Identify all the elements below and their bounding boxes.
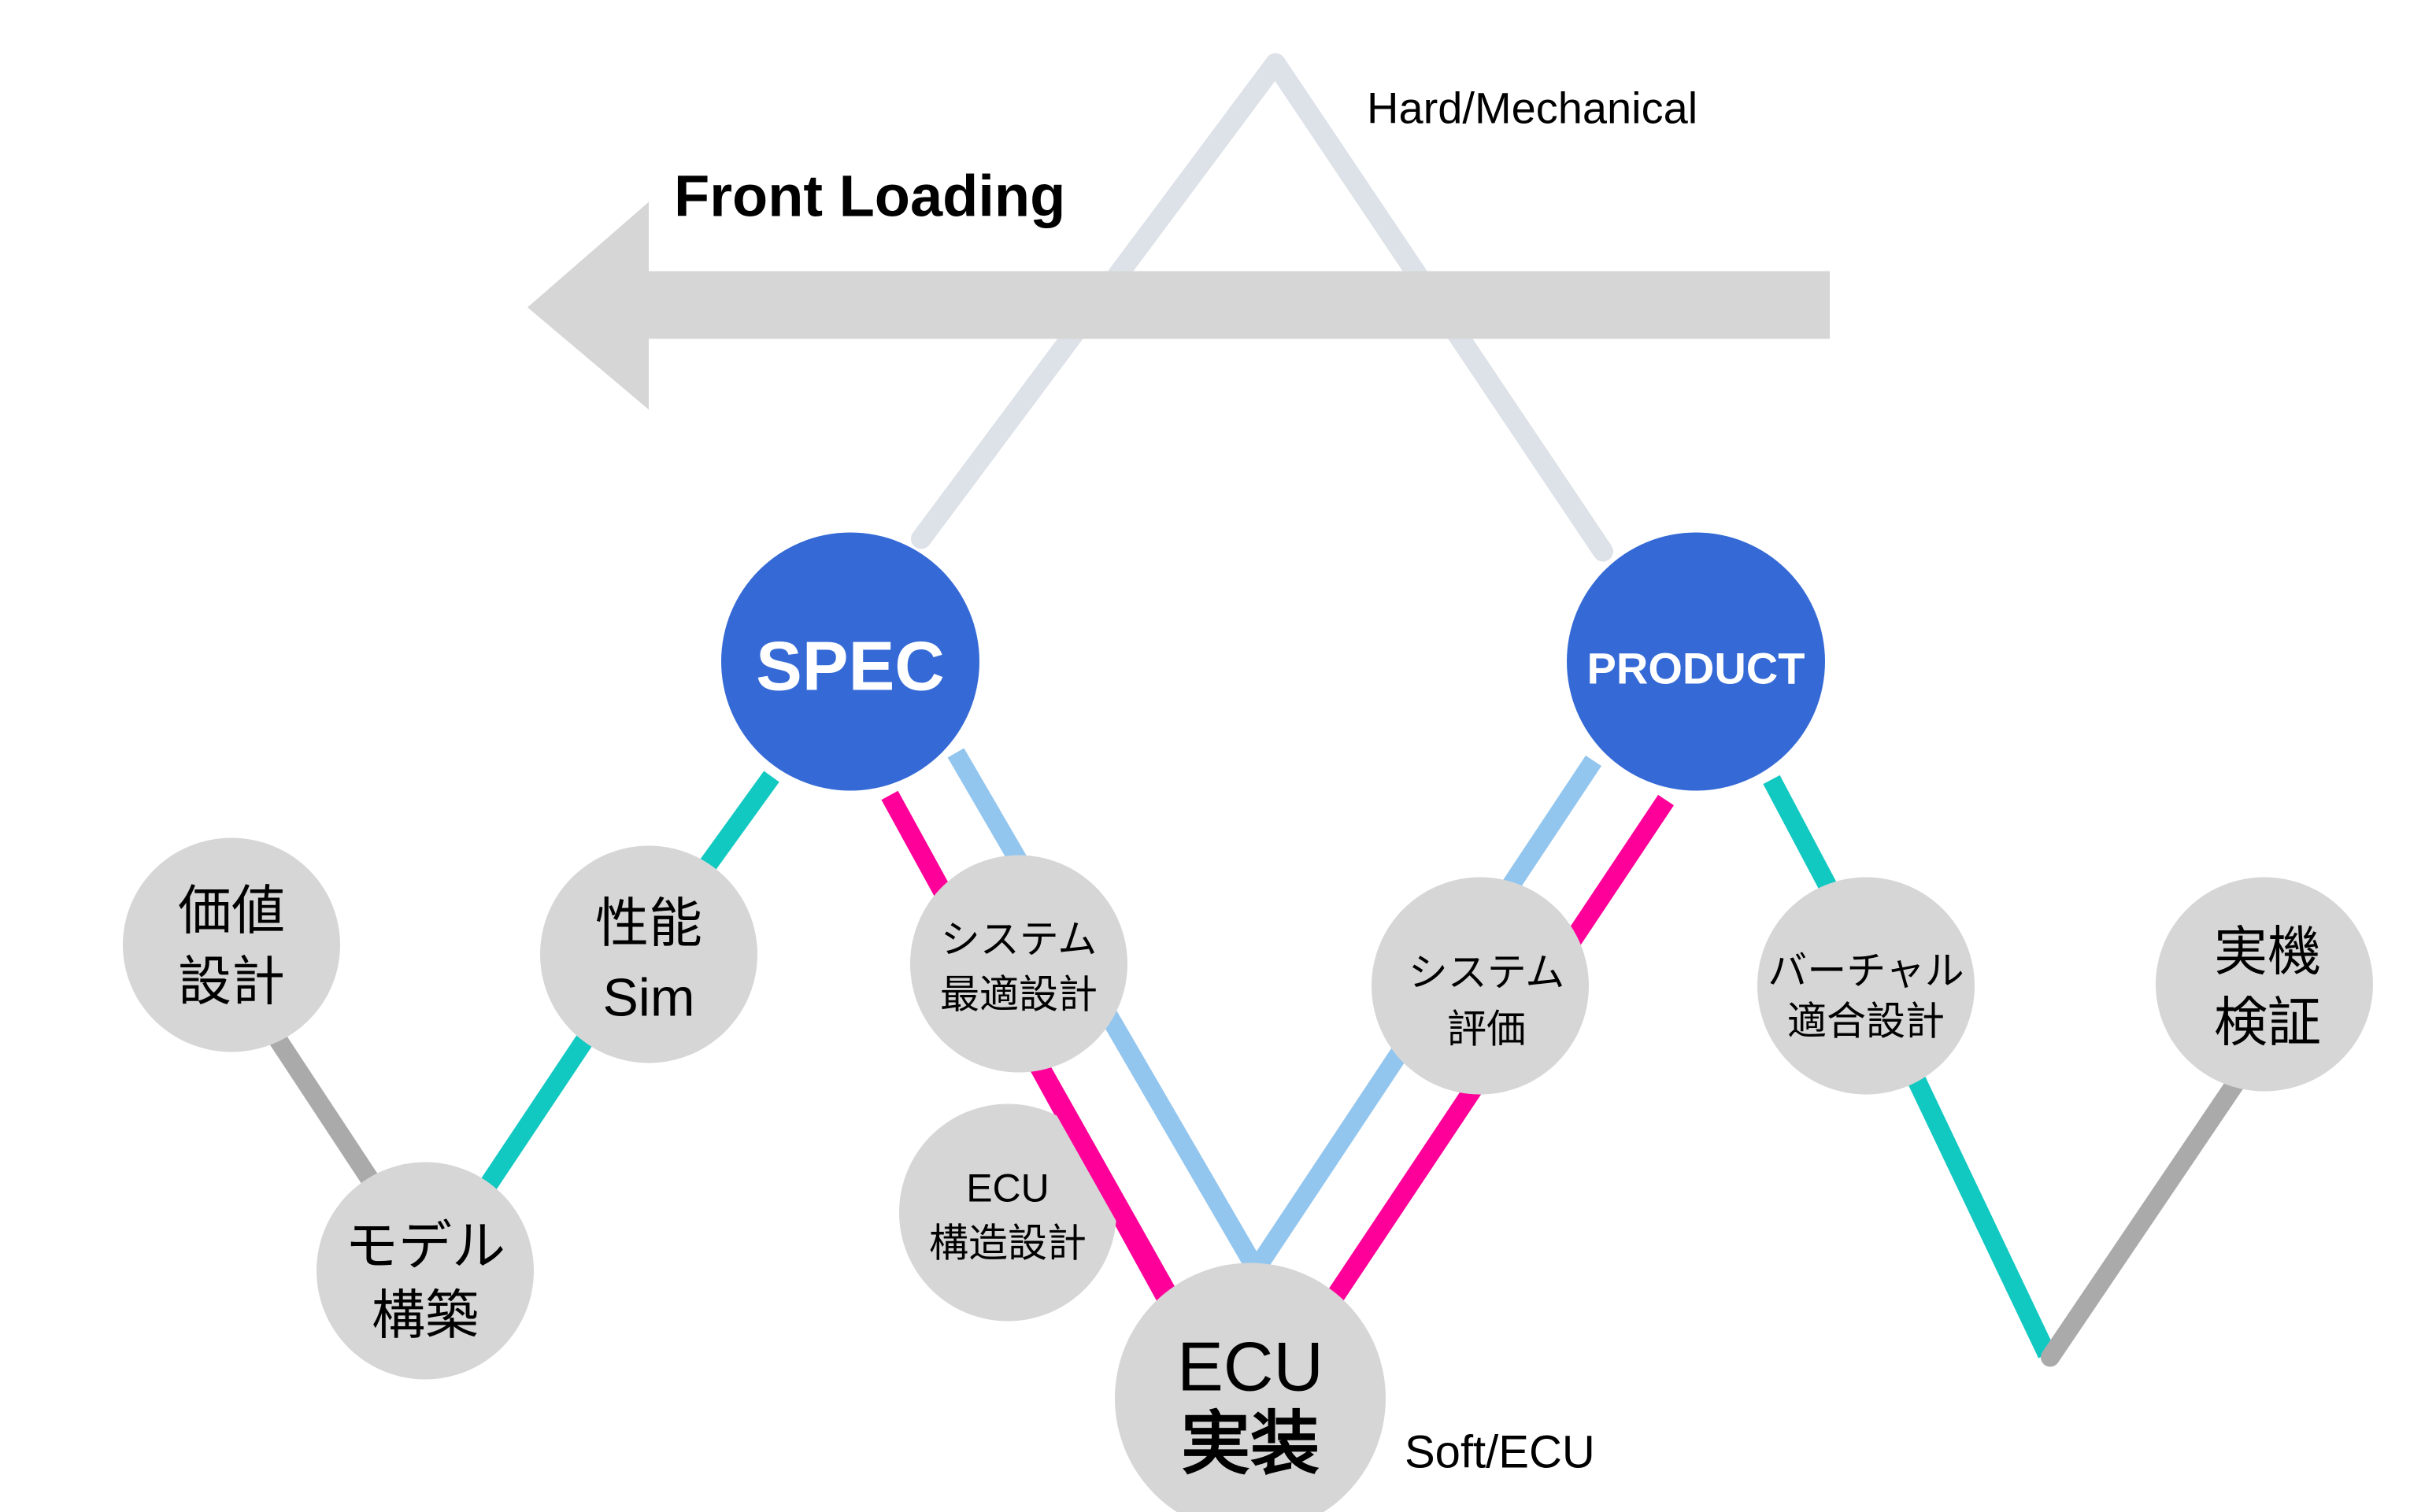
node-virtual-calib-design[interactable]: バーチャル 適合設計 xyxy=(1757,877,1975,1095)
sys-eval-line2: 評価 xyxy=(1447,1007,1526,1052)
line-spec-to-ecu-magenta-overlay xyxy=(1034,1066,1177,1299)
node-system-opt-design[interactable]: システム 最適設計 xyxy=(910,855,1127,1073)
spec-node[interactable]: SPEC xyxy=(721,532,979,791)
perf-sim-line2: Sim xyxy=(602,968,694,1028)
sys-opt-line2: 最適設計 xyxy=(940,972,1098,1018)
product-node[interactable]: PRODUCT xyxy=(1567,532,1825,791)
value-design-line2: 設計 xyxy=(178,952,285,1014)
value-design-line1: 価値 xyxy=(178,881,285,943)
node-model-build[interactable]: モデル 構築 xyxy=(317,1162,534,1380)
ecu-impl-line2: 実装 xyxy=(1181,1403,1320,1484)
perf-sim-line1: 性能 xyxy=(595,893,702,956)
soft-ecu-label: Soft/ECU xyxy=(1405,1427,1595,1478)
node-ecu-struct-design[interactable]: ECU 構造設計 xyxy=(899,1104,1116,1322)
front-loading-label: Front Loading xyxy=(674,164,1065,229)
virtual-calib-line2: 適合設計 xyxy=(1787,999,1945,1044)
ecu-impl-line1: ECU xyxy=(1177,1328,1324,1406)
virtual-calib-line1: バーチャル xyxy=(1768,948,1964,994)
sys-eval-line1: システム xyxy=(1409,950,1565,996)
model-build-line2: 構築 xyxy=(372,1285,479,1347)
ecu-struct-line1: ECU xyxy=(966,1166,1050,1211)
node-value-design[interactable]: 価値 設計 xyxy=(123,837,340,1052)
real-verify-line2: 検証 xyxy=(2214,993,2321,1055)
product-label: PRODUCT xyxy=(1587,644,1805,693)
node-ecu-impl[interactable]: ECU 実装 xyxy=(1115,1262,1386,1512)
hard-mechanical-label: Hard/Mechanical xyxy=(1367,83,1697,133)
hard-mechanical-path xyxy=(911,53,1613,562)
line-vbottom-to-real xyxy=(2041,1061,2253,1367)
node-performance-sim[interactable]: 性能 Sim xyxy=(540,845,757,1063)
real-verify-line1: 実機 xyxy=(2214,922,2321,984)
sys-opt-line1: システム xyxy=(941,917,1098,963)
spec-label: SPEC xyxy=(756,627,945,705)
node-real-machine-verify[interactable]: 実機 検証 xyxy=(2156,877,2373,1092)
ecu-struct-line2: 構造設計 xyxy=(929,1221,1087,1266)
front-loading-arrow xyxy=(528,201,1830,410)
model-build-line1: モデル xyxy=(345,1216,505,1278)
node-system-eval[interactable]: システム 評価 xyxy=(1372,877,1589,1095)
